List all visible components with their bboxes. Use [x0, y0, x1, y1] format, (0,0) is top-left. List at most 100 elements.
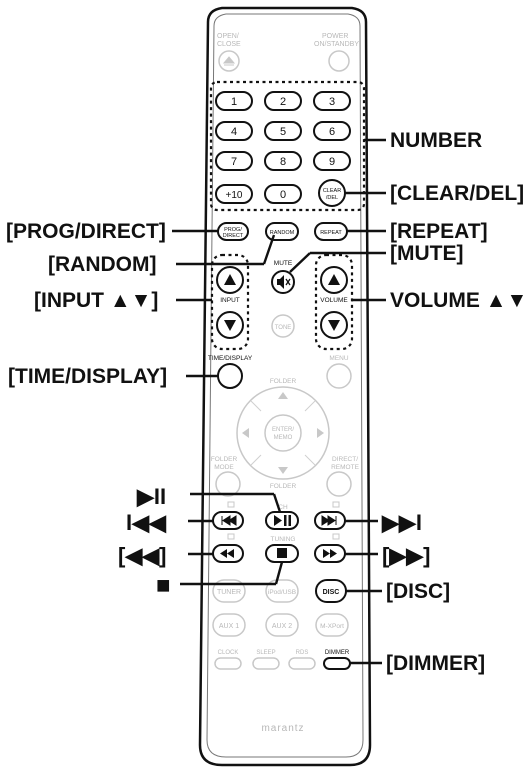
volume-section: VOLUME [320, 266, 348, 339]
tone-button[interactable] [271, 314, 295, 338]
key-3-label: 3 [329, 96, 335, 108]
time-display-callout: [TIME/DISPLAY] [8, 365, 167, 388]
prog-direct-callout: [PROG/DIRECT] [6, 220, 166, 243]
repeat-callout: [REPEAT] [390, 220, 488, 243]
tone-label: TONE [275, 325, 292, 331]
tuning-label: TUNING [271, 536, 296, 543]
key-plus10[interactable] [215, 184, 253, 204]
power-button[interactable] [328, 50, 350, 72]
key-5[interactable] [264, 121, 302, 141]
rewind-callout: [◀◀] [118, 543, 167, 568]
ipod-usb-button[interactable] [265, 579, 299, 603]
bottom-row: CLOCK SLEEP RDS DIMMER [214, 650, 351, 670]
triangle-up-icon [224, 274, 236, 285]
key-3[interactable] [313, 91, 351, 111]
key-0[interactable] [264, 184, 302, 204]
nav-left-icon[interactable] [242, 428, 249, 438]
random-label: RANDOM [270, 230, 295, 236]
callout-leaders [172, 138, 386, 665]
key-6[interactable] [313, 121, 351, 141]
mute-x-icon [285, 278, 291, 286]
nav-right-icon[interactable] [317, 428, 324, 438]
input-label: INPUT [220, 297, 240, 304]
menu-button[interactable] [326, 363, 352, 389]
fast-forward-icon [323, 549, 337, 558]
clock-label: CLOCK [218, 650, 239, 656]
sleep-button[interactable] [252, 657, 280, 670]
ipod-usb-label: iPod/USB [268, 589, 296, 596]
mute-section: MUTE TONE [271, 260, 295, 338]
power-section: POWER ON/STANDBY [314, 33, 359, 72]
input-section: INPUT [216, 266, 244, 339]
clock-button[interactable] [214, 657, 242, 670]
ch-label: CH [278, 504, 288, 511]
clear-del-section: CLEAR /DEL [318, 179, 346, 207]
nav-up-icon[interactable] [278, 392, 288, 399]
number-callout: NUMBER [390, 129, 482, 152]
key-4[interactable] [215, 121, 253, 141]
dimmer-key-label: DIMMER [325, 650, 350, 656]
dimmer-callout: [DIMMER] [386, 652, 485, 675]
folder-bottom-label: FOLDER [270, 483, 297, 490]
disc-callout: [DISC] [386, 580, 450, 603]
prog-direct-label-1: PROG/ [224, 227, 242, 233]
key-9[interactable] [313, 151, 351, 171]
folder-mode-button[interactable] [215, 471, 241, 497]
sleep-label: SLEEP [256, 650, 275, 656]
menu-label: MENU [329, 355, 348, 362]
prog-direct-label-2: DIRECT [223, 233, 244, 239]
small-indicator-icon [227, 533, 235, 540]
rds-button[interactable] [288, 657, 316, 670]
enter-memo-label-2: MEMO [274, 435, 293, 441]
key-8[interactable] [264, 151, 302, 171]
fast-forward-callout: [▶▶] [382, 543, 431, 568]
eject-icon [222, 56, 236, 66]
number-group-outline [209, 80, 366, 212]
speaker-muted-icon [277, 275, 284, 289]
power-label-1: POWER [322, 33, 348, 40]
pause-bar-icon [288, 515, 291, 526]
rds-label: RDS [296, 650, 309, 656]
mute-label: MUTE [274, 260, 293, 267]
m-xport-button[interactable] [315, 613, 349, 637]
enter-memo-button[interactable] [264, 414, 302, 452]
number-pad: 1 2 3 4 5 6 7 8 9 +10 0 [215, 91, 351, 204]
folder-mode-label-2: MODE [214, 464, 234, 471]
nav-down-icon[interactable] [278, 467, 288, 474]
direct-remote-button[interactable] [326, 471, 352, 497]
key-7[interactable] [215, 151, 253, 171]
key-6-label: 6 [329, 126, 335, 138]
menu-section: MENU [326, 355, 352, 389]
key-2[interactable] [264, 91, 302, 111]
key-5-label: 5 [280, 126, 286, 138]
volume-callout: VOLUME ▲▼ [390, 289, 527, 312]
direct-remote-section: DIRECT/ REMOTE [326, 456, 360, 497]
stop-icon [277, 548, 287, 558]
key-1[interactable] [215, 91, 253, 111]
aux1-label: AUX 1 [219, 623, 239, 630]
callout-labels: NUMBER [CLEAR/DEL] [PROG/DIRECT] [REPEAT… [6, 129, 527, 675]
brand-logo: marantz [261, 723, 304, 734]
folder-mode-label-1: FOLDER [211, 456, 238, 463]
input-group-outline [210, 253, 250, 351]
nav-dividers [250, 400, 316, 466]
key-7-label: 7 [231, 156, 237, 168]
prog-row: PROG/ DIRECT RANDOM REPEAT [217, 222, 348, 241]
tuner-button[interactable] [212, 579, 246, 603]
mute-callout: [MUTE] [390, 242, 463, 265]
aux2-button[interactable] [265, 613, 299, 637]
open-close-label-2: CLOSE [217, 41, 241, 48]
open-close-section: OPEN/ CLOSE [217, 33, 241, 72]
stop-callout: ■ [156, 572, 171, 599]
repeat-label: REPEAT [320, 230, 342, 236]
triangle-down-icon [224, 320, 236, 331]
navigation-wheel: FOLDER ENTER/ MEMO FOLDER [236, 378, 330, 490]
volume-label: VOLUME [320, 297, 348, 304]
tuner-label: TUNER [217, 589, 241, 596]
small-indicator-icon [227, 501, 235, 508]
dimmer-button[interactable] [323, 657, 351, 670]
key-4-label: 4 [231, 126, 237, 138]
aux1-button[interactable] [212, 613, 246, 637]
time-display-button[interactable] [217, 363, 243, 389]
open-close-label-1: OPEN/ [217, 33, 239, 40]
